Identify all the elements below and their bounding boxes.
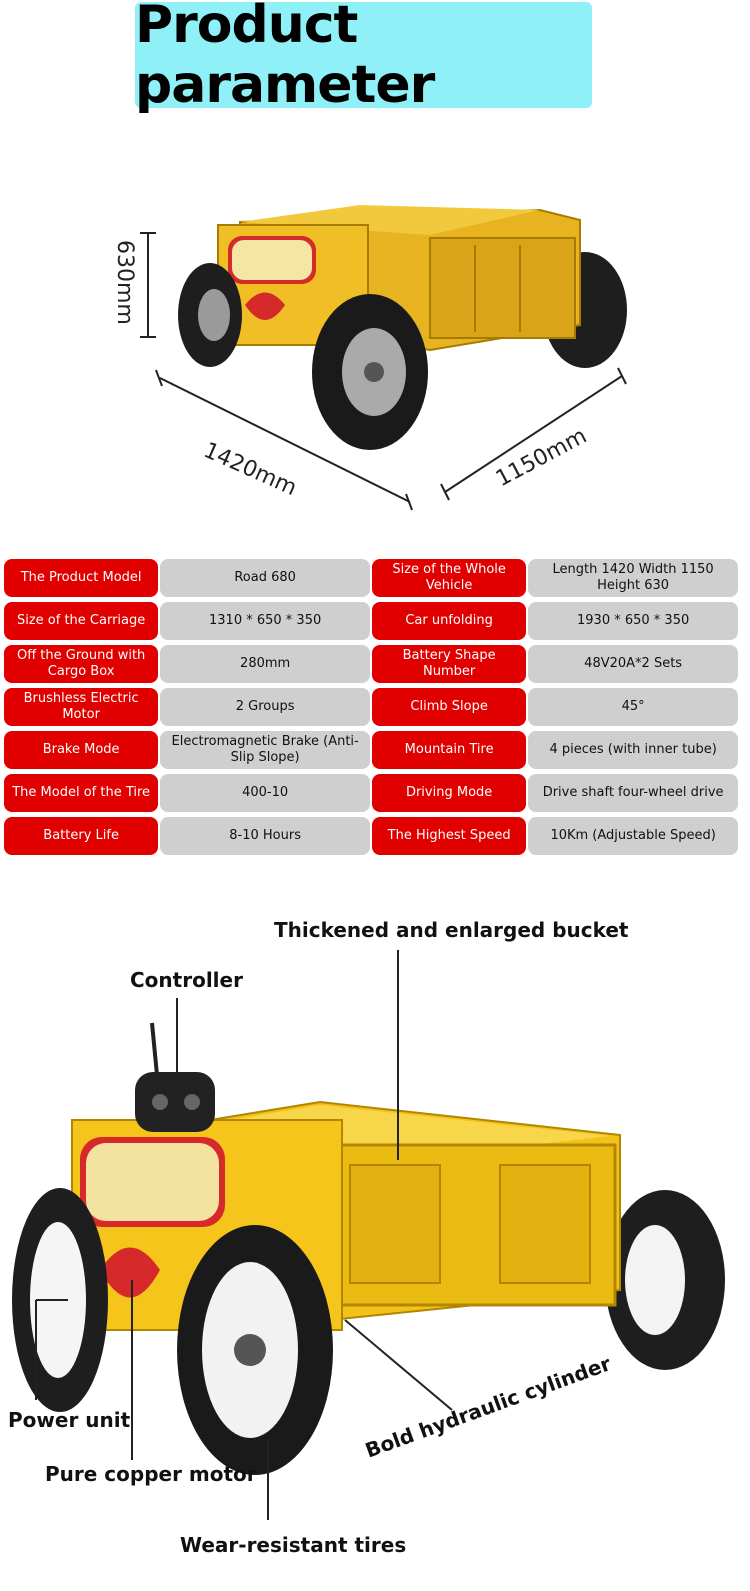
spec-label: Car unfolding [371, 602, 527, 640]
callout-power-unit: Power unit [8, 1408, 131, 1432]
spec-value: 1310 * 650 * 350 [160, 602, 370, 640]
title-banner: Product parameter [135, 0, 592, 115]
spec-label: Battery Life [4, 817, 159, 855]
spec-label: Off the Ground with Cargo Box [4, 645, 159, 683]
spec-value: Road 680 [160, 559, 370, 597]
callout-tires: Wear-resistant tires [180, 1533, 407, 1557]
vehicle-dimension-image [140, 205, 627, 511]
callout-motor: Pure copper motor [45, 1462, 257, 1486]
spec-label: Driving Mode [371, 774, 527, 812]
spec-label: Size of the Carriage [4, 602, 159, 640]
spec-value: 280mm [160, 645, 370, 683]
spec-value: 45° [528, 688, 738, 726]
spec-value: 10Km (Adjustable Speed) [528, 817, 738, 855]
spec-label: Battery Shape Number [371, 645, 527, 683]
callout-controller: Controller [130, 968, 243, 992]
spec-value: Electromagnetic Brake (Anti-Slip Slope) [160, 731, 370, 769]
spec-value: 8-10 Hours [160, 817, 370, 855]
spec-label: The Product Model [4, 559, 159, 597]
spec-value: 48V20A*2 Sets [528, 645, 738, 683]
spec-value: 1930 * 650 * 350 [528, 602, 738, 640]
page-title: Product parameter [135, 0, 435, 115]
spec-label: The Model of the Tire [4, 774, 159, 812]
spec-value: 4 pieces (with inner tube) [528, 731, 738, 769]
spec-value: 2 Groups [160, 688, 370, 726]
height-dimension-label: 630mm [112, 240, 137, 325]
spec-label: Mountain Tire [371, 731, 527, 769]
spec-label: Climb Slope [371, 688, 527, 726]
spec-label: The Highest Speed [371, 817, 527, 855]
spec-value: 400-10 [160, 774, 370, 812]
vehicle-feature-image [12, 950, 725, 1520]
spec-value: Length 1420 Width 1150 Height 630 [528, 559, 738, 597]
callout-bucket: Thickened and enlarged bucket [274, 918, 629, 942]
spec-label: Size of the Whole Vehicle [371, 559, 527, 597]
spec-label: Brushless Electric Motor [4, 688, 159, 726]
spec-value: Drive shaft four-wheel drive [528, 774, 738, 812]
spec-label: Brake Mode [4, 731, 159, 769]
